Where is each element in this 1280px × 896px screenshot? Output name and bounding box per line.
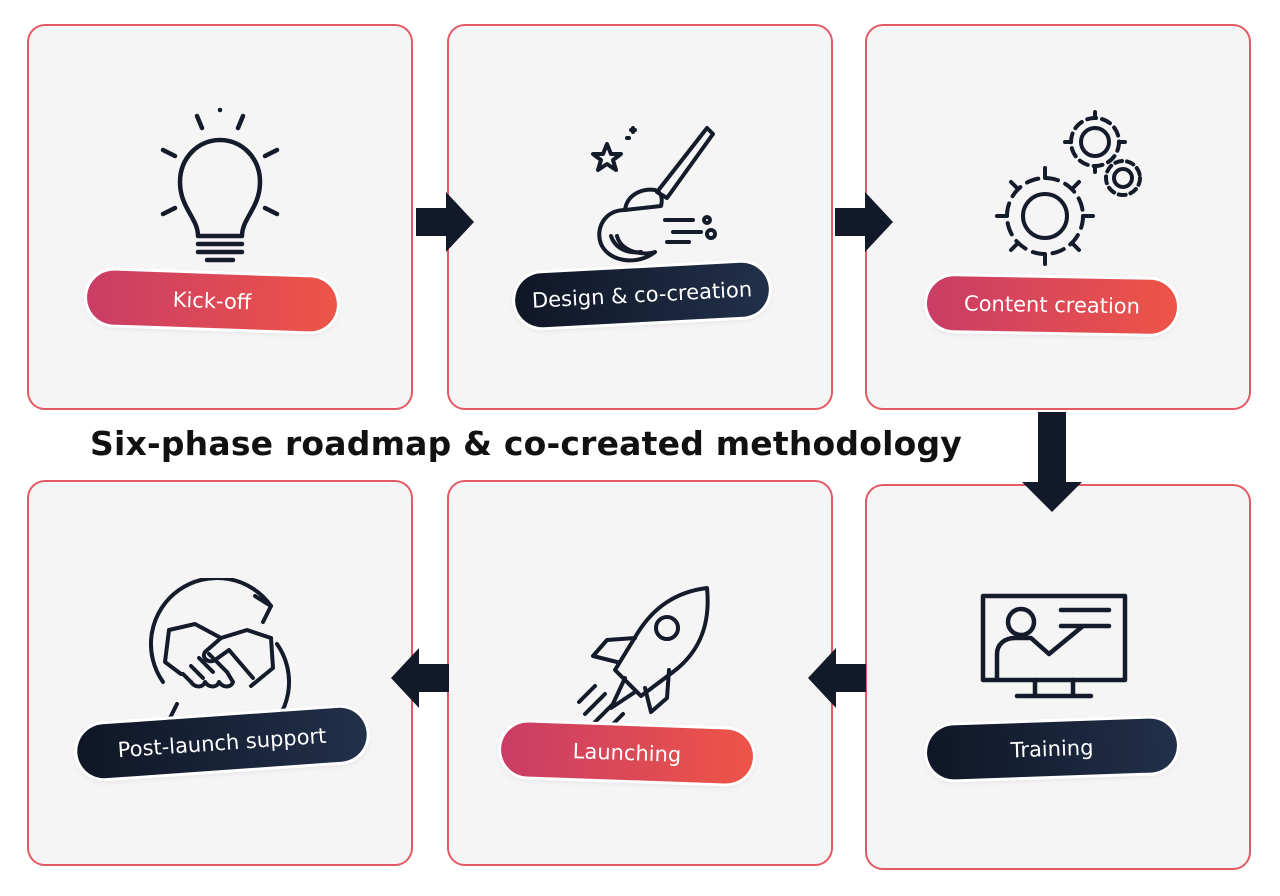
arrow-down	[1022, 412, 1082, 512]
phase-pill-design: Design & co-creation	[513, 261, 771, 329]
phase-pill-kick-off: Kick-off	[86, 269, 338, 333]
phase-pill-content-creation: Content creation	[926, 275, 1178, 335]
phase-card-design: Design & co-creation	[447, 24, 833, 410]
arrow-right-1	[416, 192, 476, 252]
phase-label: Kick-off	[172, 287, 252, 315]
phase-card-launching: Launching	[447, 480, 833, 866]
gears-icon	[973, 106, 1143, 276]
diagram-title: Six-phase roadmap & co-created methodolo…	[90, 424, 963, 463]
arrow-left-2	[389, 648, 449, 708]
phase-label: Launching	[572, 739, 682, 767]
phase-pill-launching: Launching	[500, 721, 754, 785]
rocket-icon	[555, 582, 725, 752]
arrow-left-1	[806, 648, 866, 708]
phase-label: Design & co-creation	[531, 277, 753, 313]
presentation-screen-icon	[973, 582, 1143, 752]
phase-label: Training	[1010, 735, 1094, 763]
phase-card-content-creation: Content creation	[865, 24, 1251, 410]
phase-label: Content creation	[963, 291, 1141, 319]
phase-card-training: Training	[865, 484, 1251, 870]
lightbulb-icon	[135, 106, 305, 276]
phase-card-kick-off: Kick-off	[27, 24, 413, 410]
arrow-right-2	[835, 192, 895, 252]
phase-card-post-launch: Post-launch support	[27, 480, 413, 866]
phase-pill-post-launch: Post-launch support	[75, 705, 369, 781]
phase-label: Post-launch support	[116, 723, 328, 763]
phase-pill-training: Training	[926, 717, 1178, 781]
paintbrush-icon	[555, 116, 725, 286]
